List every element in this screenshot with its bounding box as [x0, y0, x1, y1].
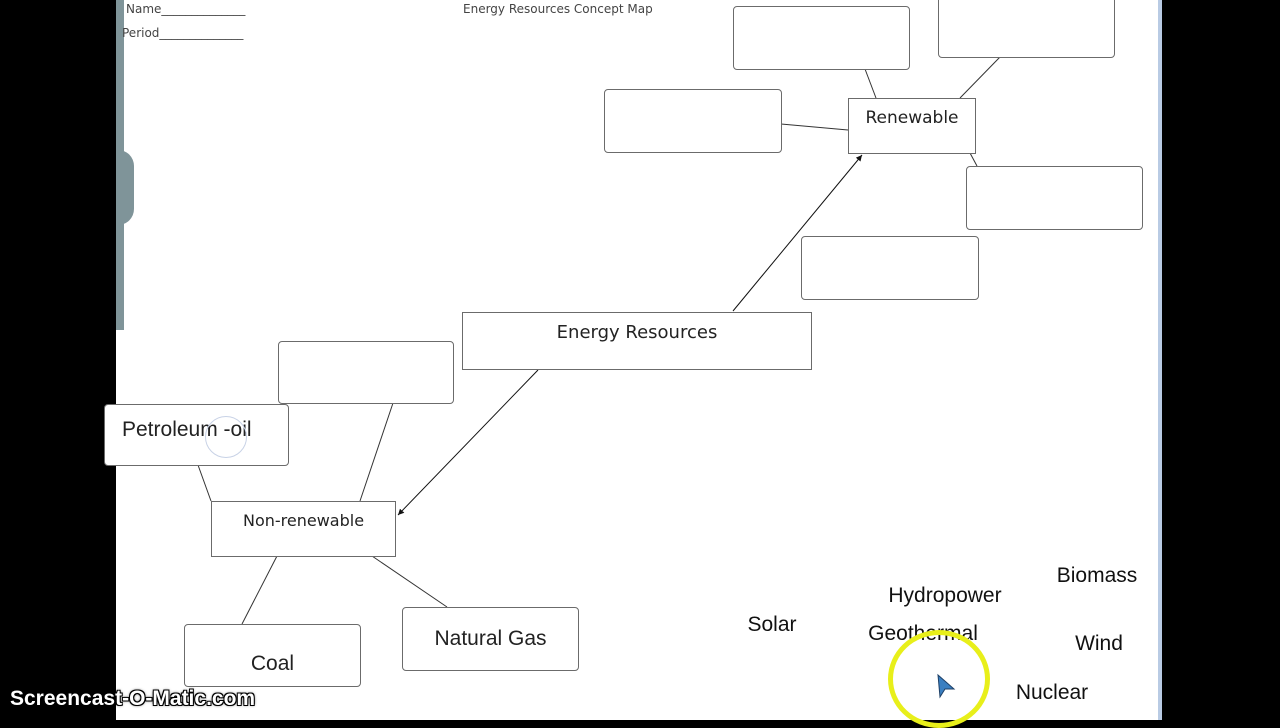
word-bank-item[interactable]: Biomass [1056, 564, 1138, 587]
nonrenewable-box[interactable]: Non-renewable [211, 501, 396, 557]
document-title: Energy Resources Concept Map [463, 2, 653, 16]
word-bank-item[interactable]: Solar [747, 613, 797, 636]
connector [780, 123, 849, 131]
word-bank-item[interactable]: Hydropower [888, 584, 1002, 607]
word-bank-item[interactable]: Wind [1075, 632, 1123, 655]
connector [959, 56, 1001, 99]
connector [241, 555, 278, 625]
page-scroll-edge [1158, 0, 1162, 720]
blank-box[interactable] [604, 89, 782, 153]
connector [969, 152, 978, 167]
window-edge-shadow [118, 150, 134, 225]
coal-box[interactable]: Coal [184, 624, 361, 687]
natural-gas-box[interactable]: Natural Gas [402, 607, 579, 671]
blank-box[interactable] [733, 6, 910, 70]
period-field-label: Period______________ [122, 26, 244, 40]
connector [371, 555, 448, 608]
petroleum-oil-box[interactable]: Petroleum -oil [104, 404, 289, 466]
blank-box[interactable] [938, 0, 1115, 58]
word-bank-item[interactable]: Nuclear [1015, 681, 1089, 704]
name-field-label: Name______________ [126, 2, 246, 16]
arrow-to-renewable [732, 154, 863, 312]
watermark: Screencast-O-Matic.com [10, 687, 256, 710]
renewable-box[interactable]: Renewable [848, 98, 976, 154]
connector [864, 68, 877, 99]
blank-box[interactable] [966, 166, 1143, 230]
click-indicator [205, 416, 247, 458]
energy-resources-box[interactable]: Energy Resources [462, 312, 812, 370]
arrow-to-nonrenewable [397, 369, 539, 516]
cursor-highlight [888, 630, 990, 728]
connector [359, 402, 394, 502]
blank-box[interactable] [801, 236, 979, 300]
blank-box[interactable] [278, 341, 454, 404]
connector [197, 464, 212, 502]
